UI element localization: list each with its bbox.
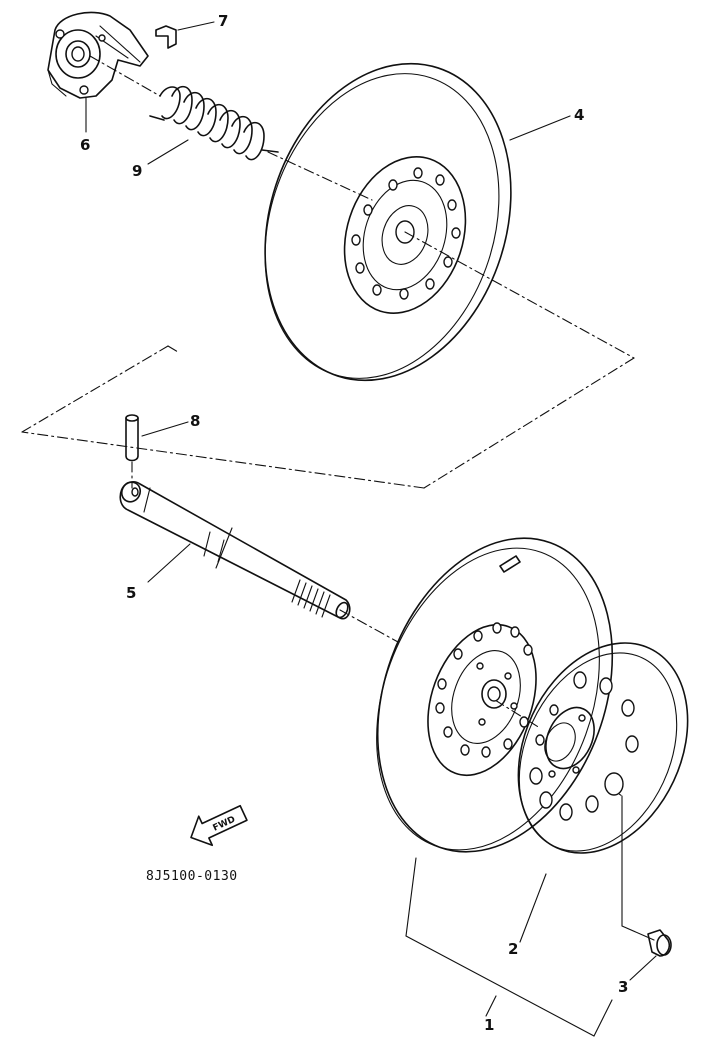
part-5-shaft: [119, 480, 351, 620]
callout-7: 7: [218, 12, 228, 30]
leader-9: [147, 139, 189, 165]
part-8-pin: [125, 414, 139, 462]
part-6-spider-housing: [47, 11, 149, 99]
callout-5: 5: [126, 584, 136, 602]
leader-7: [177, 21, 215, 31]
leader-5: [147, 543, 191, 583]
callout-3: 3: [618, 978, 628, 996]
assembly-lines: [21, 55, 655, 941]
callout-8: 8: [190, 412, 200, 430]
fwd-arrow: FWD: [190, 804, 248, 847]
leader-4: [509, 115, 571, 141]
part-1-outer-sheave: [376, 537, 614, 853]
leaders-1-2-3: [405, 857, 657, 1037]
leader-8: [141, 421, 189, 437]
callout-6: 6: [80, 136, 90, 154]
part-2-flange-plate: [517, 642, 689, 854]
part-3-bolt: [647, 929, 672, 957]
callout-9: 9: [132, 162, 142, 180]
callout-2: 2: [508, 940, 518, 958]
part-4-movable-sheave: [264, 62, 512, 382]
part-9-spring: [149, 85, 279, 161]
part-7-clip: [155, 25, 177, 49]
callout-4: 4: [574, 106, 584, 124]
callout-1: 1: [484, 1016, 494, 1034]
diagram-code: 8J5100-0130: [146, 869, 238, 884]
